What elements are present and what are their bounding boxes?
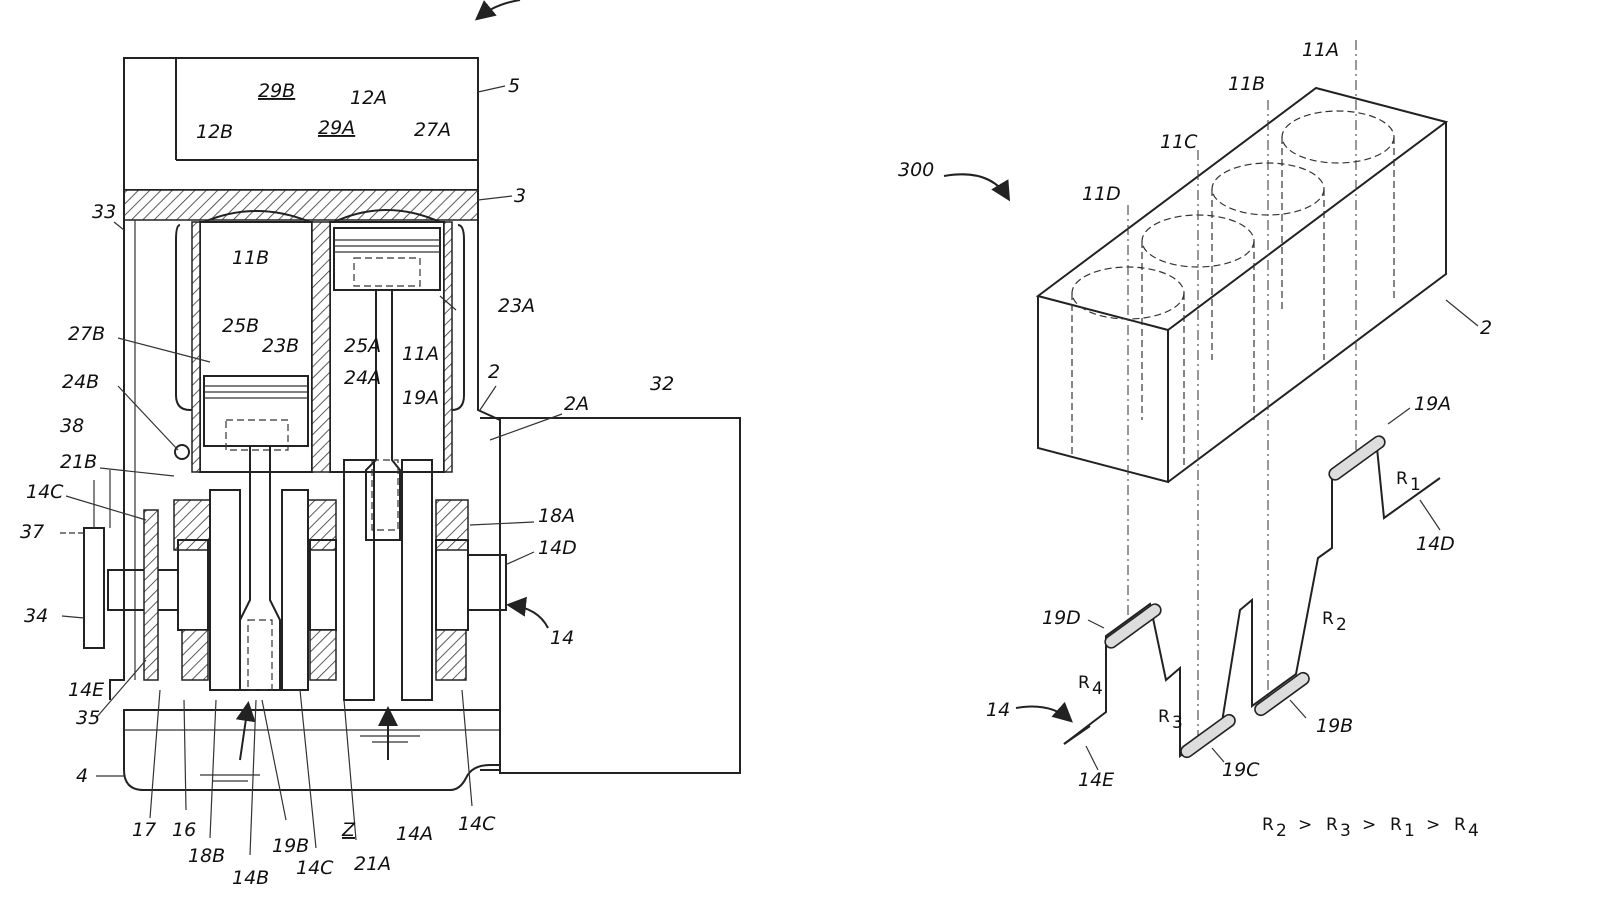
label-17: 17 (132, 819, 156, 841)
label-3: 3 (514, 185, 526, 207)
label-12b: 12B (196, 121, 233, 143)
crankpin-19c (1180, 713, 1236, 759)
label-19a-right: 19A (1414, 393, 1451, 415)
label-14c-bottom-right: 14C (458, 813, 496, 835)
crank-throw-path (1063, 436, 1441, 759)
label-34: 34 (24, 605, 48, 627)
timing-gear-16 (143, 509, 159, 681)
label-19b-right: 19B (1316, 715, 1353, 737)
label-27b: 27B (68, 323, 105, 345)
label-27a: 27A (414, 119, 451, 141)
svg-text:4: 4 (1092, 679, 1103, 699)
label-24a: 24A (344, 367, 381, 389)
label-z: Z (341, 819, 356, 841)
svg-text:R: R (1262, 815, 1274, 835)
label-14d-right: 14D (1416, 533, 1455, 555)
label-2-right: 2 (1480, 317, 1492, 339)
label-32: 32 (650, 373, 674, 395)
svg-text:R: R (1454, 815, 1466, 835)
oil-pan-4 (123, 709, 501, 791)
label-19d-right: 19D (1042, 607, 1081, 629)
label-23a: 23A (498, 295, 535, 317)
label-4: 4 (76, 765, 88, 787)
engine-cross-section: 5 3 33 29B 29A 12A 12B 27A 11B 23A 27B 2… (20, 0, 741, 889)
label-11c-right: 11C (1160, 131, 1198, 153)
svg-text:R: R (1396, 469, 1408, 489)
crankshaft-schematic: 300 11A 11B 11C 11D 2 19A 14D 19D 14 14E… (898, 39, 1492, 841)
label-14-right: 14 (986, 699, 1010, 721)
connecting-rod-24b (239, 446, 281, 691)
label-11d-right: 11D (1082, 183, 1121, 205)
pulley-34 (83, 527, 105, 649)
label-12a: 12A (350, 87, 387, 109)
svg-text:4: 4 (1468, 821, 1479, 841)
label-14e-left: 14E (68, 679, 104, 701)
label-14-left: 14 (550, 627, 574, 649)
svg-text:1: 1 (1404, 821, 1415, 841)
label-19c-right: 19C (1222, 759, 1260, 781)
motor-generator-32 (499, 417, 741, 774)
connecting-rod-24a (365, 290, 401, 541)
engine-block-box (1035, 86, 1449, 484)
label-r2: R 2 (1322, 609, 1347, 635)
svg-text:>: > (1298, 815, 1312, 835)
label-11a-right: 11A (1302, 39, 1339, 61)
label-24b: 24B (62, 371, 99, 393)
svg-text:2: 2 (1276, 821, 1287, 841)
label-18b: 18B (188, 845, 225, 867)
label-38: 38 (60, 415, 84, 437)
cylinder-block (109, 190, 125, 700)
crankshaft-14 (107, 459, 507, 701)
label-r1: R 1 (1396, 469, 1421, 495)
label-35: 35 (76, 707, 100, 729)
svg-text:3: 3 (1340, 821, 1351, 841)
svg-text:>: > (1426, 815, 1440, 835)
svg-text:3: 3 (1172, 713, 1183, 733)
svg-text:R: R (1078, 673, 1090, 693)
label-14b: 14B (232, 867, 269, 889)
crankpin-19a (1328, 435, 1386, 481)
label-r3: R 3 (1158, 707, 1183, 733)
label-23b: 23B (262, 335, 299, 357)
label-33: 33 (92, 201, 116, 223)
label-11a-left: 11A (402, 343, 439, 365)
piston-23a (333, 227, 441, 291)
label-21a: 21A (354, 853, 391, 875)
svg-text:R: R (1390, 815, 1402, 835)
label-5: 5 (508, 75, 520, 97)
svg-text:2: 2 (1336, 615, 1347, 635)
svg-text:R: R (1322, 609, 1334, 629)
cylinder-bores (1071, 110, 1395, 470)
label-11b-left: 11B (232, 247, 269, 269)
label-14a: 14A (396, 823, 433, 845)
label-25b: 25B (222, 315, 259, 337)
label-2-left: 2 (488, 361, 500, 383)
label-14e-right: 14E (1078, 769, 1114, 791)
svg-text:R: R (1158, 707, 1170, 727)
svg-text:1: 1 (1410, 475, 1421, 495)
label-19a-left: 19A (402, 387, 439, 409)
radius-relation: R 2 > R 3 > R 1 > R 4 (1262, 815, 1479, 841)
label-300: 300 (898, 159, 934, 181)
label-r4: R 4 (1078, 673, 1103, 699)
label-18a: 18A (538, 505, 575, 527)
label-29b: 29B (258, 80, 295, 102)
svg-text:R: R (1326, 815, 1338, 835)
label-14d-left: 14D (538, 537, 577, 559)
svg-text:>: > (1362, 815, 1376, 835)
piston-23b (203, 375, 309, 447)
label-37: 37 (20, 521, 44, 543)
label-14c-left: 14C (26, 481, 64, 503)
label-25a: 25A (344, 335, 381, 357)
label-2a: 2A (564, 393, 589, 415)
crankpin-19b (1254, 671, 1310, 717)
label-16: 16 (172, 819, 196, 841)
label-29a: 29A (318, 117, 355, 139)
label-14c-bottom: 14C (296, 857, 334, 879)
label-19b-left: 19B (272, 835, 309, 857)
crankpin-19d (1104, 603, 1162, 649)
label-21b: 21B (60, 451, 97, 473)
label-11b-right: 11B (1228, 73, 1265, 95)
